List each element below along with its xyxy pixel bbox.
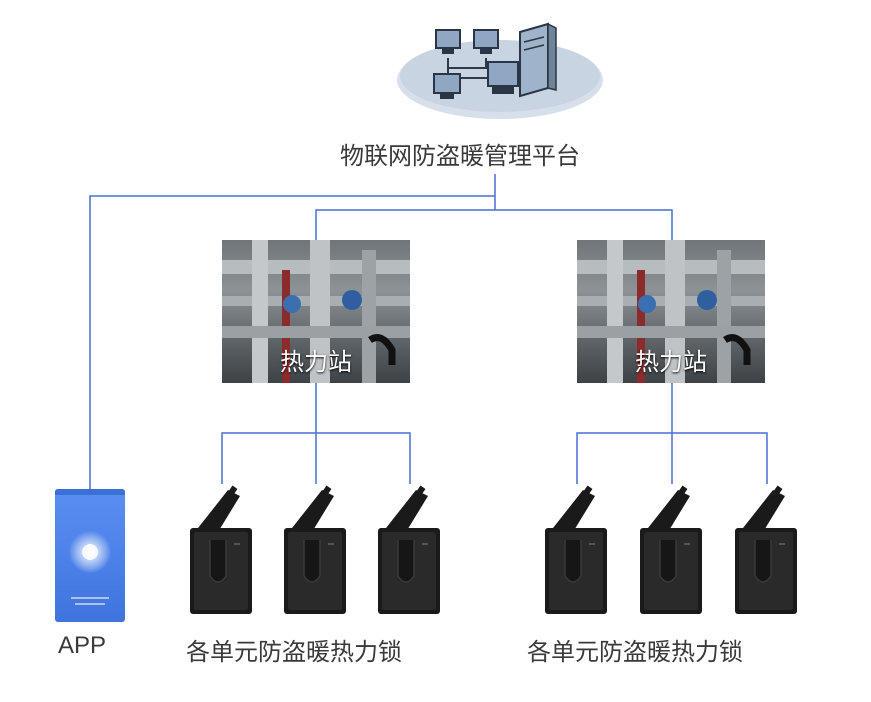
heating-lock-icon bbox=[733, 484, 801, 614]
heating-lock-icon bbox=[282, 484, 350, 614]
lock-group-label: 各单元防盗暖热力锁 bbox=[186, 638, 402, 666]
pipes-illustration bbox=[222, 240, 410, 383]
platform-icon bbox=[395, 22, 605, 121]
computer-icon bbox=[435, 29, 461, 54]
heating-lock-icon bbox=[638, 484, 706, 614]
app-text-line bbox=[71, 597, 109, 599]
lock-group-label: 各单元防盗暖热力锁 bbox=[527, 638, 743, 666]
heating-lock-icon bbox=[188, 484, 256, 614]
app-label: APP bbox=[58, 632, 107, 659]
heating-lock-icon bbox=[543, 484, 611, 614]
pipes-illustration bbox=[577, 240, 765, 383]
connector-lines bbox=[89, 174, 768, 489]
heating-lock-icon bbox=[376, 484, 444, 614]
platform-label: 物联网防盗暖管理平台 bbox=[340, 142, 580, 170]
mobile-app-screen bbox=[55, 489, 125, 622]
station-label: 热力站 bbox=[280, 348, 352, 376]
computer-icon bbox=[433, 73, 461, 99]
station-label: 热力站 bbox=[635, 348, 707, 376]
heat-station-photo: 热力站 bbox=[577, 240, 765, 383]
app-connector bbox=[89, 195, 495, 489]
computer-icon bbox=[473, 29, 499, 54]
app-text-line bbox=[75, 603, 105, 605]
server-icon bbox=[519, 22, 557, 98]
computer-icon bbox=[487, 61, 519, 94]
status-bar bbox=[55, 489, 125, 495]
station-connector bbox=[315, 209, 673, 240]
app-center-icon bbox=[82, 544, 98, 560]
heat-station-photo: 热力站 bbox=[222, 240, 410, 383]
